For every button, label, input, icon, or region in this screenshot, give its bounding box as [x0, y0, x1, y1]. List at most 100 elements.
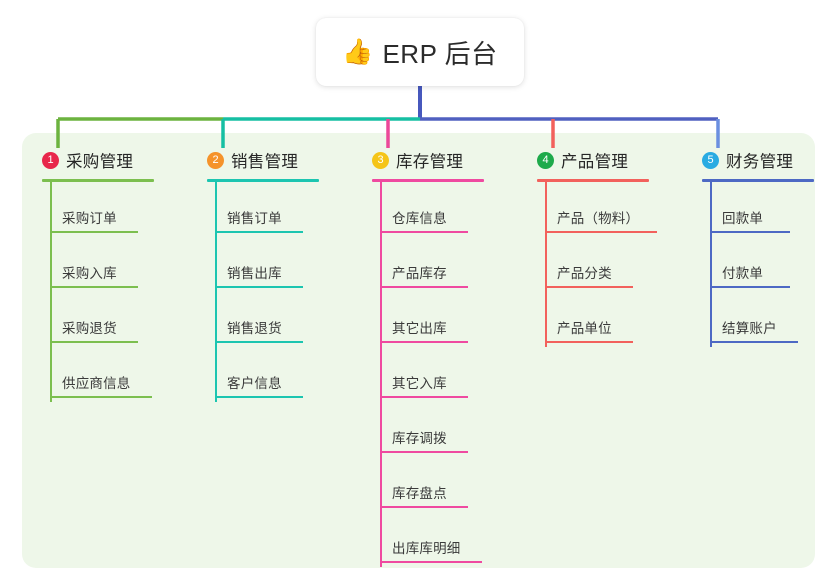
category-header-3[interactable]: 3 库存管理	[372, 148, 484, 172]
leaf-item[interactable]: 客户信息	[207, 347, 319, 402]
leaf-list: 采购订单采购入库采购退货供应商信息	[42, 182, 154, 402]
category-column-2: 2 销售管理销售订单销售出库销售退货客户信息	[207, 148, 319, 402]
leaf-item[interactable]: 其它入库	[372, 347, 484, 402]
leaf-item-underline	[215, 396, 303, 398]
category-header-5[interactable]: 5 财务管理	[702, 148, 814, 172]
leaf-item[interactable]: 产品库存	[372, 237, 484, 292]
leaf-item-underline	[545, 231, 657, 233]
category-header-4[interactable]: 4 产品管理	[537, 148, 649, 172]
leaf-item[interactable]: 供应商信息	[42, 347, 154, 402]
leaf-item-label: 回款单	[722, 211, 764, 226]
category-underline	[207, 179, 319, 182]
leaf-item-label: 库存盘点	[392, 486, 447, 501]
category-title: 产品管理	[561, 153, 629, 171]
category-title: 财务管理	[726, 153, 794, 171]
leaf-item[interactable]: 产品分类	[537, 237, 649, 292]
leaf-item[interactable]: 库存盘点	[372, 457, 484, 512]
leaf-spine	[710, 182, 712, 347]
leaf-item[interactable]: 销售退货	[207, 292, 319, 347]
leaf-item[interactable]: 采购退货	[42, 292, 154, 347]
category-header-2[interactable]: 2 销售管理	[207, 148, 319, 172]
leaf-item-label: 产品分类	[557, 266, 612, 281]
category-title: 库存管理	[396, 153, 464, 171]
leaf-item[interactable]: 付款单	[702, 237, 814, 292]
leaf-item-label: 仓库信息	[392, 211, 447, 226]
leaf-item-label: 采购退货	[62, 321, 117, 336]
category-underline	[702, 179, 814, 182]
leaf-item-underline	[380, 506, 468, 508]
leaf-list: 销售订单销售出库销售退货客户信息	[207, 182, 319, 402]
leaf-item[interactable]: 销售订单	[207, 182, 319, 237]
leaf-item-underline	[545, 286, 633, 288]
category-number-badge: 5	[702, 151, 719, 169]
leaf-item[interactable]: 出库库明细	[372, 512, 484, 567]
leaf-item[interactable]: 销售出库	[207, 237, 319, 292]
category-title: 销售管理	[231, 153, 299, 171]
thumbs-up-icon: 👍	[342, 37, 374, 66]
leaf-item-label: 付款单	[722, 266, 764, 281]
leaf-item[interactable]: 其它出库	[372, 292, 484, 347]
category-number-badge: 4	[537, 151, 554, 169]
leaf-spine	[380, 182, 382, 567]
leaf-item-underline	[380, 341, 468, 343]
leaf-list: 产品（物料） 产品分类产品单位	[537, 182, 657, 347]
leaf-item-underline	[215, 286, 303, 288]
root-title-card[interactable]: 👍 ERP 后台	[316, 18, 524, 86]
leaf-item-underline	[50, 286, 138, 288]
leaf-item-label: 销售出库	[227, 266, 282, 281]
leaf-item-label: 其它入库	[392, 376, 447, 391]
leaf-item-underline	[50, 231, 138, 233]
leaf-item[interactable]: 库存调拨	[372, 402, 484, 457]
leaf-item-label: 产品（物料）	[557, 211, 640, 226]
category-number-badge: 2	[207, 151, 224, 169]
leaf-item-label: 销售退货	[227, 321, 282, 336]
leaf-item-label: 其它出库	[392, 321, 447, 336]
category-underline	[372, 179, 484, 182]
leaf-item-underline	[380, 561, 482, 563]
leaf-item-underline	[380, 231, 468, 233]
leaf-item[interactable]: 采购入库	[42, 237, 154, 292]
leaf-item-underline	[50, 396, 152, 398]
leaf-item[interactable]: 结算账户	[702, 292, 814, 347]
category-column-3: 3 库存管理仓库信息产品库存其它出库其它入库库存调拨库存盘点出库库明细	[372, 148, 484, 567]
category-title: 采购管理	[66, 153, 134, 171]
leaf-item-underline	[215, 231, 303, 233]
leaf-item-label: 采购订单	[62, 211, 117, 226]
leaf-item[interactable]: 产品（物料）	[537, 182, 657, 237]
leaf-item-label: 结算账户	[722, 321, 777, 336]
leaf-spine	[215, 182, 217, 402]
category-number-badge: 3	[372, 151, 389, 169]
leaf-item-label: 供应商信息	[62, 376, 131, 391]
leaf-item-underline	[380, 451, 468, 453]
leaf-item-label: 采购入库	[62, 266, 117, 281]
leaf-item-label: 销售订单	[227, 211, 282, 226]
leaf-item-underline	[380, 396, 468, 398]
leaf-item[interactable]: 回款单	[702, 182, 814, 237]
leaf-spine	[545, 182, 547, 347]
diagram-panel	[22, 133, 815, 568]
leaf-spine	[50, 182, 52, 402]
leaf-item-label: 出库库明细	[392, 541, 461, 556]
leaf-item-label: 产品库存	[392, 266, 447, 281]
leaf-item-underline	[215, 341, 303, 343]
leaf-item-underline	[545, 341, 633, 343]
category-underline	[537, 179, 649, 182]
page-title: ERP 后台	[382, 38, 498, 69]
leaf-item-label: 客户信息	[227, 376, 282, 391]
leaf-item-label: 产品单位	[557, 321, 612, 336]
leaf-item-underline	[50, 341, 138, 343]
leaf-list: 仓库信息产品库存其它出库其它入库库存调拨库存盘点出库库明细	[372, 182, 484, 567]
leaf-item[interactable]: 采购订单	[42, 182, 154, 237]
category-column-5: 5 财务管理回款单付款单结算账户	[702, 148, 814, 347]
leaf-item[interactable]: 仓库信息	[372, 182, 484, 237]
leaf-item-underline	[710, 341, 798, 343]
leaf-item-underline	[710, 286, 790, 288]
category-underline	[42, 179, 154, 182]
leaf-item-underline	[710, 231, 790, 233]
leaf-list: 回款单付款单结算账户	[702, 182, 814, 347]
leaf-item-underline	[380, 286, 468, 288]
leaf-item[interactable]: 产品单位	[537, 292, 649, 347]
category-column-4: 4 产品管理产品（物料） 产品分类产品单位	[537, 148, 657, 347]
